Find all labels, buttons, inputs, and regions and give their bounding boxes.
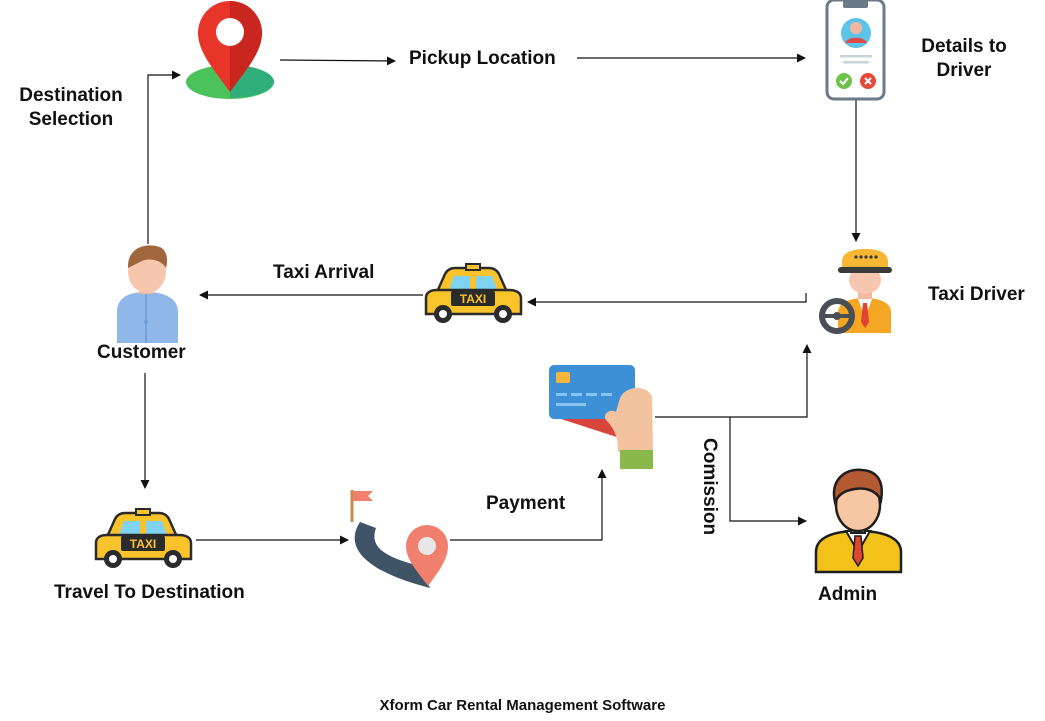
road-destination-icon bbox=[350, 490, 448, 588]
details-to-driver-label: Details to Driver bbox=[921, 36, 1007, 81]
comission-label: Comission bbox=[699, 438, 720, 536]
destination-selection-label: Destination Selection bbox=[19, 85, 123, 130]
customer-label: Customer bbox=[97, 342, 186, 363]
arrow-destination-to-pickup bbox=[279, 56, 396, 66]
payment-label: Payment bbox=[486, 493, 566, 514]
travel-to-destination-label: Travel To Destination bbox=[54, 582, 245, 603]
admin-icon bbox=[814, 468, 903, 574]
arrow-customer-to-destination bbox=[147, 70, 181, 244]
taxi-sign-text: TAXI bbox=[130, 537, 156, 551]
payment-card-icon bbox=[549, 365, 653, 469]
pickup-location-label: Pickup Location bbox=[409, 48, 556, 69]
location-pin-icon bbox=[186, 1, 274, 99]
taxi-car-travel-icon: TAXI bbox=[94, 508, 193, 568]
taxi-driver-icon bbox=[819, 249, 892, 334]
footer-title: Xform Car Rental Management Software bbox=[379, 697, 666, 714]
admin-label: Admin bbox=[818, 584, 878, 605]
taxi-car-icon: TAXI bbox=[424, 263, 523, 323]
arrow-payment-to-driver bbox=[655, 344, 812, 418]
arrow-road-to-payment bbox=[450, 469, 607, 541]
taxi-driver-label: Taxi Driver bbox=[928, 284, 1025, 305]
connectors bbox=[140, 53, 861, 545]
arrow-driver-to-taxi bbox=[527, 293, 807, 307]
customer-icon bbox=[117, 245, 178, 343]
arrow-payment-to-admin bbox=[729, 417, 807, 526]
taxi-arrival-label: Taxi Arrival bbox=[273, 262, 375, 283]
taxi-sign-text: TAXI bbox=[460, 292, 486, 306]
phone-profile-icon bbox=[825, 0, 886, 101]
